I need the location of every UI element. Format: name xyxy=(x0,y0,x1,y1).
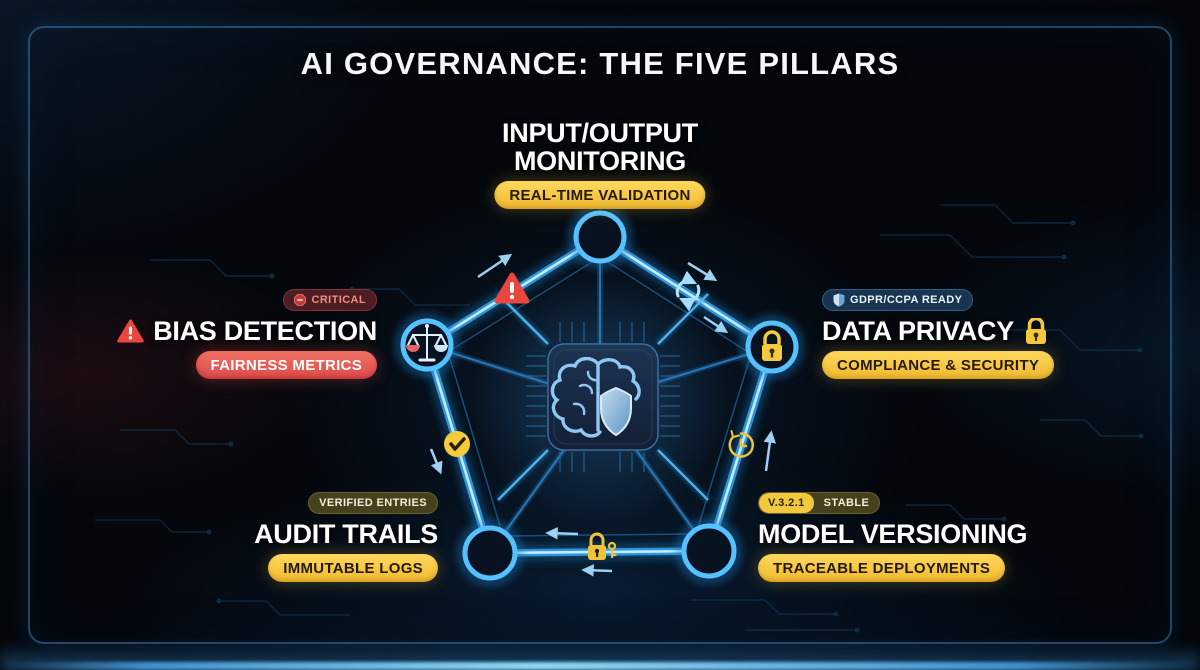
flow-arrows xyxy=(429,253,777,577)
node-audit xyxy=(456,519,524,587)
history-clock-icon xyxy=(728,430,754,458)
versioning-tag-version: V.3.2.1 xyxy=(759,493,814,513)
monitoring-title-line1: INPUT/OUTPUT xyxy=(502,118,698,148)
pillar-monitoring: INPUT/OUTPUT MONITORING REAL-TIME VALIDA… xyxy=(494,118,706,209)
page-title: AI GOVERNANCE: THE FIVE PILLARS xyxy=(300,46,900,81)
shield-icon xyxy=(600,386,632,437)
audit-badge: IMMUTABLE LOGS xyxy=(268,554,438,582)
versioning-title: MODEL VERSIONING xyxy=(758,519,1028,549)
monitoring-badge: REAL-TIME VALIDATION xyxy=(494,181,706,209)
bias-tag-label: CRITICAL xyxy=(311,294,366,306)
versioning-badge: TRACEABLE DEPLOYMENTS xyxy=(758,554,1006,582)
lock-and-key-icon xyxy=(588,532,617,560)
pillar-versioning: V.3.2.1 STABLE MODEL VERSIONING TRACEABL… xyxy=(758,492,1028,582)
pillar-privacy: GDPR/CCPA READY DATA PRIVACY COMPLIANCE … xyxy=(822,289,1055,379)
bias-title: BIAS DETECTION xyxy=(153,316,377,346)
node-versioning xyxy=(675,517,743,585)
bias-title-row: BIAS DETECTION xyxy=(117,317,377,345)
privacy-tag: GDPR/CCPA READY xyxy=(822,289,974,311)
versioning-title-row: MODEL VERSIONING xyxy=(758,519,1028,549)
monitoring-title-line2: MONITORING xyxy=(513,146,686,176)
node-monitoring xyxy=(567,204,633,270)
warning-icon xyxy=(117,319,144,343)
privacy-title-row: DATA PRIVACY xyxy=(822,317,1049,345)
bias-badge: FAIRNESS METRICS xyxy=(195,351,377,379)
privacy-badge: COMPLIANCE & SECURITY xyxy=(822,351,1055,379)
pillar-bias: CRITICAL BIAS DETECTION FAIRNESS METRICS xyxy=(117,289,377,379)
brain-icon xyxy=(550,356,641,438)
privacy-tag-label: GDPR/CCPA READY xyxy=(850,294,963,306)
privacy-title: DATA PRIVACY xyxy=(822,316,1014,346)
shield-icon xyxy=(833,293,845,307)
bias-tag: CRITICAL xyxy=(283,289,377,311)
warning-triangle-icon xyxy=(494,272,530,304)
balance-scale-icon xyxy=(406,324,448,362)
padlock-icon xyxy=(762,330,782,361)
versioning-tag: V.3.2.1 STABLE xyxy=(758,492,881,514)
refresh-arrows-icon xyxy=(675,270,701,312)
audit-tag: VERIFIED ENTRIES xyxy=(308,492,438,514)
lock-icon xyxy=(1025,317,1046,344)
pillar-audit: VERIFIED ENTRIES AUDIT TRAILS IMMUTABLE … xyxy=(254,492,438,582)
border-frame xyxy=(28,26,1172,644)
audit-title-row: AUDIT TRAILS xyxy=(254,520,438,548)
bottom-glow-line xyxy=(0,662,1200,670)
pentagon-nodes xyxy=(394,204,805,587)
versioning-tag-status: STABLE xyxy=(823,497,870,509)
audit-title: AUDIT TRAILS xyxy=(254,519,438,549)
stop-icon xyxy=(294,294,307,306)
pentagon-edges xyxy=(418,228,781,562)
check-circle-icon xyxy=(444,431,470,457)
circuit-traces xyxy=(95,204,1144,633)
brain-shield-chip-icon xyxy=(547,343,659,451)
chip-pins xyxy=(526,322,680,472)
